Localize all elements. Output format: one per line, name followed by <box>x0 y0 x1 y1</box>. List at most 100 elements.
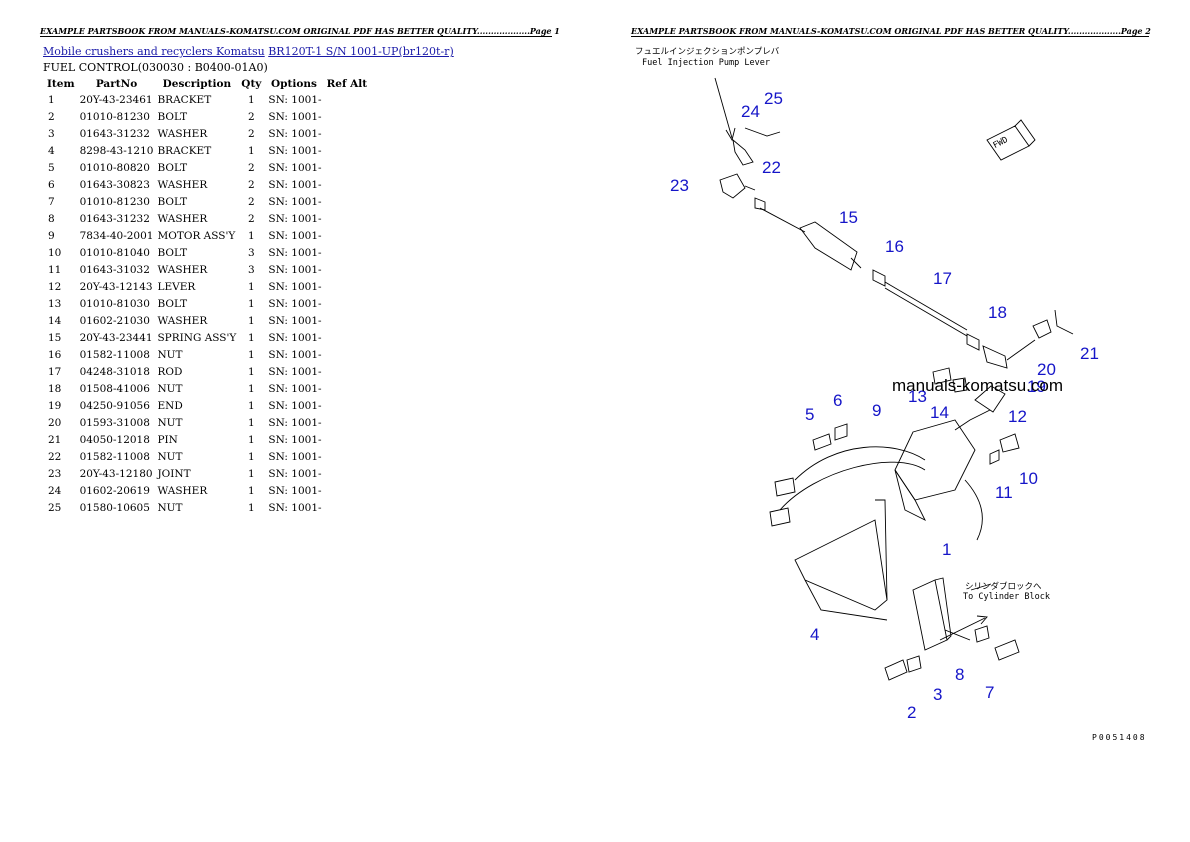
table-cell: 1 <box>248 94 255 106</box>
table-cell: 1 <box>248 315 255 327</box>
table-cell: 01643-31032 <box>79 264 150 276</box>
page-header: EXAMPLE PARTSBOOK FROM MANUALS-KOMATSU.C… <box>40 26 560 37</box>
table-cell: BOLT <box>157 196 188 208</box>
table-cell: SN: 1001- <box>268 179 322 191</box>
table-cell: BOLT <box>157 111 188 123</box>
table-cell: SN: 1001- <box>268 281 322 293</box>
joint-bracket <box>732 138 754 166</box>
callout-18: 18 <box>988 303 1007 322</box>
breadcrumb: Mobile crushers and recyclers Komatsu BR… <box>43 45 454 58</box>
table-cell <box>324 211 371 228</box>
table-cell: NUT <box>157 349 183 361</box>
table-cell: 1 <box>248 230 255 242</box>
table-cell <box>324 364 371 381</box>
table-cell: 15 <box>48 332 62 344</box>
table-cell <box>324 500 371 517</box>
table-cell: 24 <box>48 485 62 497</box>
table-cell: 18 <box>48 383 62 395</box>
table-cell: 20 <box>48 417 62 429</box>
callout-20: 20 <box>1037 360 1056 379</box>
page-1: EXAMPLE PARTSBOOK FROM MANUALS-KOMATSU.C… <box>40 26 560 517</box>
table-cell: 3 <box>48 128 55 140</box>
table-cell: 14 <box>48 315 62 327</box>
lever <box>974 385 1006 413</box>
table-cell: 1 <box>248 281 255 293</box>
callout-13: 13 <box>908 387 927 406</box>
table-cell: 11 <box>48 264 62 276</box>
table-cell: WASHER <box>157 179 208 191</box>
table-cell <box>324 381 371 398</box>
table-cell: 19 <box>48 400 62 412</box>
callout-21: 21 <box>1080 344 1099 363</box>
callout-4: 4 <box>810 625 819 644</box>
table-cell: 01593-31008 <box>79 417 150 429</box>
table-cell <box>324 432 371 449</box>
callout-11: 11 <box>995 483 1013 502</box>
table-cell <box>324 483 371 500</box>
bracket-4 <box>794 519 888 611</box>
column-header: PartNo <box>95 78 138 90</box>
table-cell: BRACKET <box>157 94 212 106</box>
table-cell: 25 <box>48 502 62 514</box>
table-cell: 1 <box>248 485 255 497</box>
callout-23: 23 <box>670 176 689 195</box>
table-cell: SN: 1001- <box>268 247 322 259</box>
table-cell <box>324 415 371 432</box>
watermark: manuals-komatsu.com <box>892 376 1064 395</box>
table-cell: NUT <box>157 383 183 395</box>
callout-22: 22 <box>762 158 781 177</box>
callout-14: 14 <box>930 403 949 422</box>
page-2: EXAMPLE PARTSBOOK FROM MANUALS-KOMATSU.C… <box>595 0 1190 842</box>
table-cell: 13 <box>48 298 62 310</box>
table-cell: 20Y-43-23461 <box>79 94 153 106</box>
table-cell: SN: 1001- <box>268 451 322 463</box>
table-cell: 1 <box>248 349 255 361</box>
table-cell: 10 <box>48 247 62 259</box>
fuel-pump-lever-jp-label: フュエルインジェクションポンプレバ <box>635 47 780 57</box>
table-cell: 01643-31232 <box>79 213 150 225</box>
table-cell: 23 <box>48 468 62 480</box>
table-cell: WASHER <box>157 264 208 276</box>
table-cell <box>324 313 371 330</box>
table-cell <box>324 279 371 296</box>
table-cell: JOINT <box>157 468 191 480</box>
table-cell: 01010-81230 <box>79 111 150 123</box>
rod <box>884 281 968 331</box>
rod-end <box>982 345 1008 369</box>
table-cell: NUT <box>157 451 183 463</box>
cylinder-block-label: To Cylinder Block <box>963 592 1050 602</box>
table-cell: 01508-41006 <box>79 383 150 395</box>
column-header: Options <box>271 78 317 90</box>
table-cell: 7 <box>48 196 55 208</box>
table-cell: SN: 1001- <box>268 94 322 106</box>
table-cell: NUT <box>157 417 183 429</box>
breadcrumb-link-category[interactable]: Mobile crushers and recyclers Komatsu <box>43 45 265 58</box>
table-cell: 20Y-43-12180 <box>79 468 153 480</box>
table-cell: 01643-30823 <box>79 179 150 191</box>
table-cell <box>324 92 371 109</box>
table-cell: 20Y-43-12143 <box>79 281 153 293</box>
exploded-diagram: 1234567891011121314151617181920212223242… <box>670 77 1099 722</box>
table-cell: BRACKET <box>157 145 212 157</box>
table-cell: 2 <box>248 213 255 225</box>
table-cell: SN: 1001- <box>268 400 322 412</box>
table-cell: SN: 1001- <box>268 264 322 276</box>
table-cell: 04250-91056 <box>79 400 150 412</box>
callout-1: 1 <box>942 540 951 559</box>
table-cell: 7834-40-2001 <box>79 230 154 242</box>
breadcrumb-link-model[interactable]: BR120T-1 S/N 1001-UP(br120t-r) <box>268 45 454 58</box>
table-cell: 16 <box>48 349 62 361</box>
